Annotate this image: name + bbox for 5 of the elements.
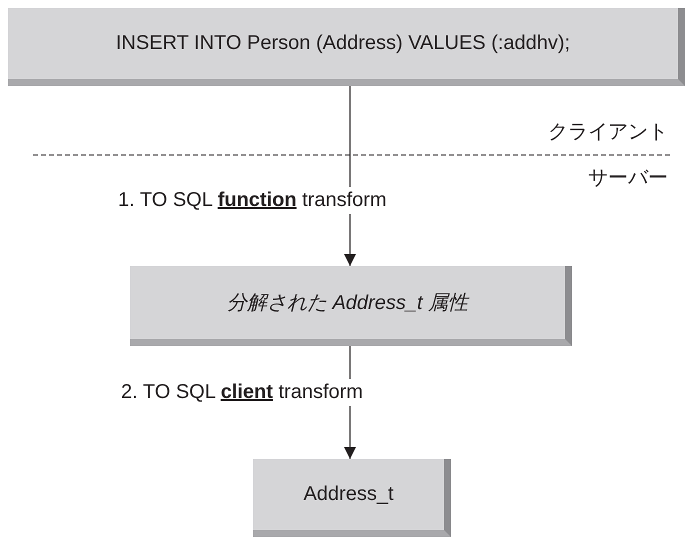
zone-label: サーバー (588, 166, 668, 191)
process-box: Address_t (253, 459, 451, 537)
process-box: 分解された Address_t 属性 (130, 266, 572, 346)
process-box: INSERT INTO Person (Address) VALUES (:addhv); (8, 8, 685, 86)
zone-label: クライアント (548, 120, 668, 145)
